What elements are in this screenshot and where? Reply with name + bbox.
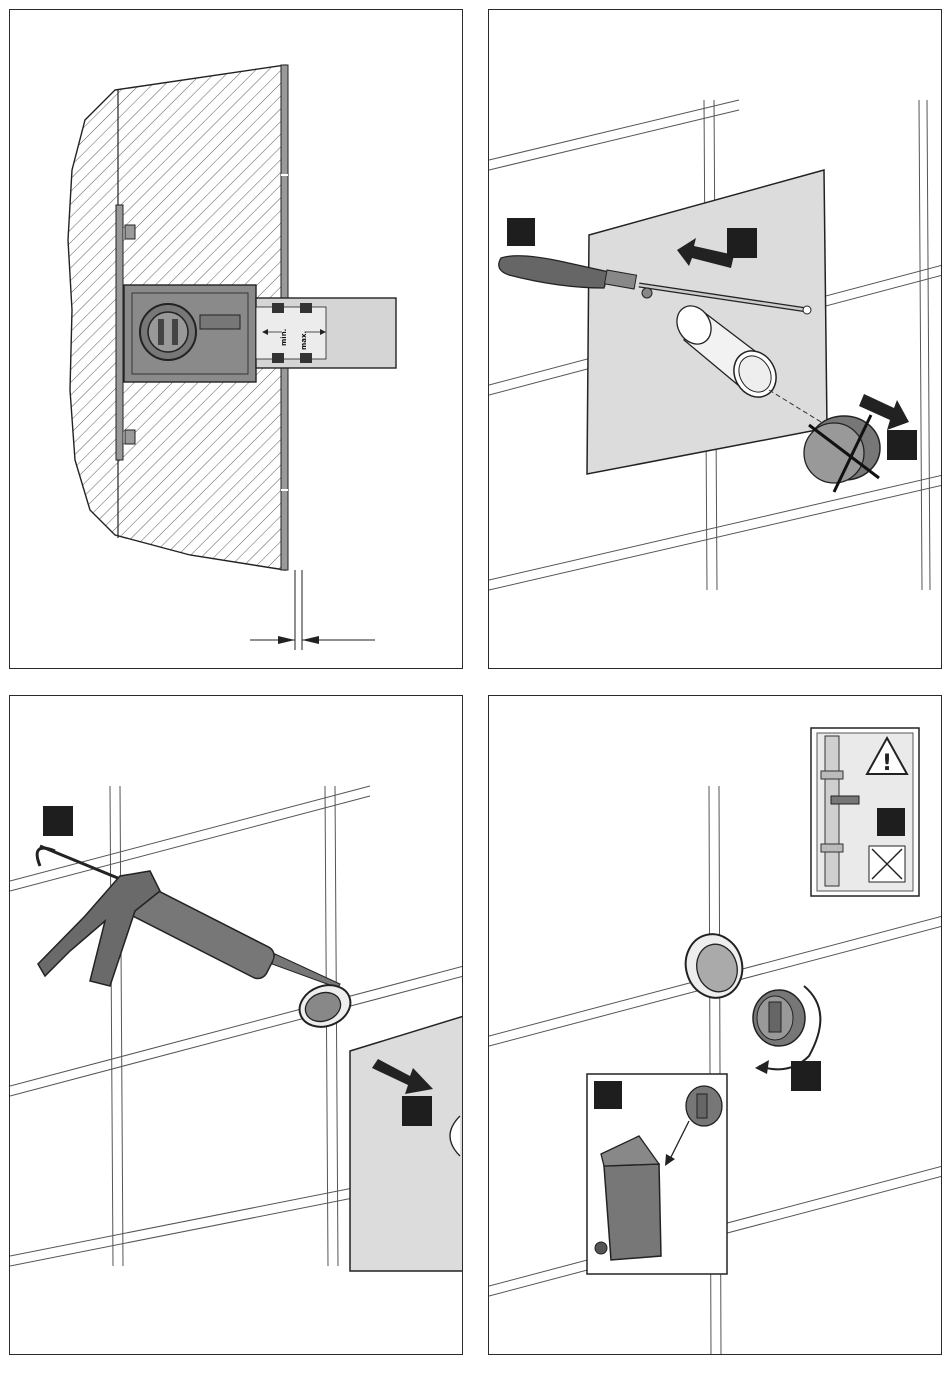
warning-inset: ! [811,728,919,896]
no-water-icon [869,846,905,882]
cut-sleeve-drawing [489,10,942,669]
cap-icon [686,1086,722,1126]
step-marker [507,218,535,246]
step-marker [43,806,73,836]
panel-sealing [9,695,463,1355]
step-marker [727,228,757,258]
cap-icon [753,990,805,1046]
step-marker [877,808,905,836]
panel-remove-cap: ! [488,695,942,1355]
step-marker [402,1096,432,1126]
mounting-plate [116,205,123,460]
step-marker [791,1061,821,1091]
step-marker [887,430,917,460]
caulk-gun-icon [37,846,340,988]
max-label: max. [300,331,308,350]
panel-cut-sleeve [488,9,942,669]
wall-fitting-icon [294,978,357,1033]
svg-text:!: ! [882,751,892,776]
min-label: min. [280,329,288,346]
protective-plate [350,1016,463,1271]
sealing-drawing [10,696,463,1355]
wall-section-drawing: min. max. [10,10,463,669]
dimension-arrows [250,636,375,644]
panel-wall-section: min. max. [9,9,463,669]
step-marker [594,1081,622,1109]
disposal-inset [587,1074,727,1274]
remove-cap-drawing: ! [489,696,942,1355]
